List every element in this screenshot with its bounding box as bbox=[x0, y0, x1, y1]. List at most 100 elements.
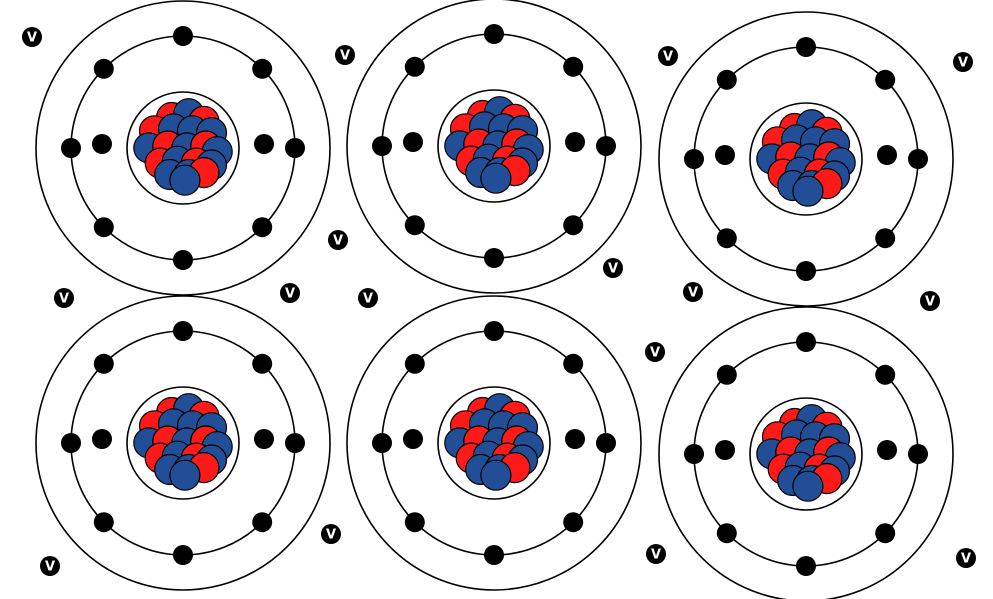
electron bbox=[92, 429, 112, 449]
neutron bbox=[793, 176, 823, 206]
electron bbox=[717, 228, 737, 248]
vacancy-marker: V bbox=[22, 27, 42, 47]
vacancy-marker: V bbox=[54, 288, 74, 308]
nucleus bbox=[445, 394, 543, 491]
electron bbox=[565, 429, 585, 449]
vacancy-marker: V bbox=[683, 282, 703, 302]
neutron bbox=[481, 460, 511, 490]
electron bbox=[563, 57, 583, 77]
vacancy-marker: V bbox=[646, 544, 666, 564]
vacancy-label: V bbox=[27, 31, 37, 46]
electron bbox=[875, 70, 895, 90]
electron bbox=[403, 429, 423, 449]
vacancy-marker: V bbox=[358, 288, 378, 308]
electron bbox=[875, 523, 895, 543]
electron bbox=[405, 57, 425, 77]
electron bbox=[252, 512, 272, 532]
vacancy-label: V bbox=[59, 292, 69, 307]
vacancy-marker: V bbox=[321, 524, 341, 544]
vacancy-marker: V bbox=[280, 283, 300, 303]
electron bbox=[796, 556, 816, 576]
atom bbox=[659, 307, 953, 599]
nucleus bbox=[757, 110, 855, 207]
vacancy-marker: V bbox=[956, 548, 976, 568]
nucleus bbox=[134, 99, 232, 196]
electron bbox=[372, 433, 392, 453]
electron bbox=[596, 136, 616, 156]
electron bbox=[484, 545, 504, 565]
electron bbox=[252, 59, 272, 79]
electron bbox=[715, 440, 735, 460]
electron bbox=[908, 149, 928, 169]
vacancy-label: V bbox=[333, 234, 343, 249]
electron bbox=[372, 136, 392, 156]
electron bbox=[254, 429, 274, 449]
electron bbox=[484, 248, 504, 268]
electron bbox=[94, 354, 114, 374]
electron bbox=[405, 215, 425, 235]
electron bbox=[596, 433, 616, 453]
vacancy-label: V bbox=[363, 292, 373, 307]
vacancy-label: V bbox=[650, 346, 660, 361]
atom bbox=[347, 0, 641, 293]
electron bbox=[173, 321, 193, 341]
vacancy-marker: V bbox=[658, 46, 678, 66]
electron bbox=[684, 149, 704, 169]
vacancy-marker: V bbox=[328, 230, 348, 250]
electron bbox=[875, 365, 895, 385]
vacancy-label: V bbox=[958, 56, 968, 71]
vacancy-label: V bbox=[326, 528, 336, 543]
electron bbox=[717, 70, 737, 90]
vacancy-label: V bbox=[925, 295, 935, 310]
electron bbox=[94, 59, 114, 79]
electron bbox=[254, 134, 274, 154]
electron bbox=[94, 512, 114, 532]
vacancy-marker: V bbox=[920, 291, 940, 311]
neutron bbox=[481, 163, 511, 193]
vacancy-label: V bbox=[45, 560, 55, 575]
electron bbox=[61, 433, 81, 453]
electron bbox=[252, 217, 272, 237]
electron bbox=[717, 523, 737, 543]
electron bbox=[563, 512, 583, 532]
vacancy-label: V bbox=[340, 49, 350, 64]
atom bbox=[347, 296, 641, 590]
electron bbox=[684, 444, 704, 464]
electron bbox=[484, 24, 504, 44]
electron bbox=[565, 132, 585, 152]
vacancy-marker: V bbox=[645, 342, 665, 362]
electron bbox=[173, 250, 193, 270]
neutron bbox=[170, 165, 200, 195]
electron bbox=[717, 365, 737, 385]
vacancy-label: V bbox=[961, 552, 971, 567]
electron bbox=[484, 321, 504, 341]
vacancy-marker: V bbox=[953, 52, 973, 72]
vacancy-marker: V bbox=[603, 258, 623, 278]
electron bbox=[285, 138, 305, 158]
neutron bbox=[170, 460, 200, 490]
nucleus bbox=[445, 97, 543, 194]
atom bbox=[659, 12, 953, 306]
electron bbox=[403, 132, 423, 152]
electron bbox=[405, 354, 425, 374]
electron bbox=[285, 433, 305, 453]
electron bbox=[405, 512, 425, 532]
electron bbox=[94, 217, 114, 237]
vacancy-label: V bbox=[608, 262, 618, 277]
vacancy-marker: V bbox=[40, 556, 60, 576]
electron bbox=[877, 440, 897, 460]
electron bbox=[908, 444, 928, 464]
electron bbox=[796, 332, 816, 352]
vacancy-label: V bbox=[663, 50, 673, 65]
vacancy-label: V bbox=[651, 548, 661, 563]
electron bbox=[252, 354, 272, 374]
nucleus bbox=[134, 394, 232, 491]
nucleus bbox=[757, 405, 855, 502]
electron bbox=[796, 37, 816, 57]
electron bbox=[875, 228, 895, 248]
electron bbox=[61, 138, 81, 158]
electron bbox=[563, 354, 583, 374]
electron bbox=[173, 26, 193, 46]
electron bbox=[563, 215, 583, 235]
